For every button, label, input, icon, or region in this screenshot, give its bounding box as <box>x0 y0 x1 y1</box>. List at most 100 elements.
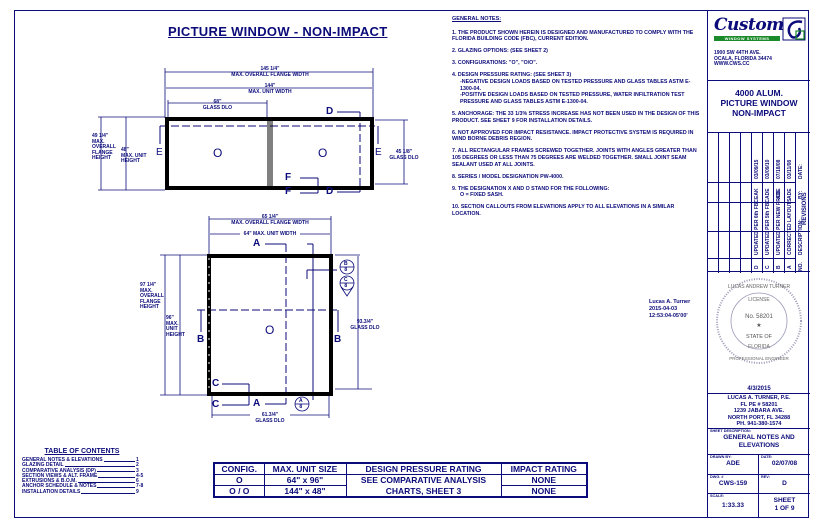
company-logo: Custom WINDOW SYSTEMS <box>712 15 806 53</box>
section-mark-c-top[interactable]: C <box>212 378 220 389</box>
rev-desc-c: UPDATED PER 5th FBC <box>765 198 771 255</box>
section-mark-d-bottom[interactable]: D <box>326 186 334 197</box>
drawing-number: DWG. # CWS-159 <box>708 474 759 493</box>
rev-desc-b: UPDATED PER NEW PROD. <box>776 189 782 255</box>
note-7: 7. ALL RECTANGULAR FRAMES SCREWED TOGETH… <box>452 148 697 168</box>
dim-unit-width: 144"MAX. UNIT WIDTH <box>248 83 292 95</box>
dim-glass-dlo-height-2: 93.3/4"GLASS DLO <box>350 319 380 331</box>
revisions-label: REVISIONS <box>802 192 808 225</box>
configuration-table: CONFIG. MAX. UNIT SIZE DESIGN PRESSURE R… <box>213 462 588 498</box>
rev-by-a: ADE <box>787 188 793 199</box>
svg-text:★: ★ <box>756 322 761 329</box>
note-9: 9. THE DESIGNATION X AND O STAND FOR THE… <box>452 185 610 199</box>
rev-date-c: 03/09/10 <box>765 159 771 179</box>
note-3: 3. CONFIGURATIONS: "O", "O/O". <box>452 60 538 67</box>
rev-by-c: ADE <box>765 188 771 199</box>
section-mark-b-left[interactable]: B <box>197 334 205 345</box>
drawn-by: DRAWN BY: ADE <box>708 454 759 474</box>
sheet-description: SHEET DESCRIPTION: GENERAL NOTES AND ELE… <box>708 428 810 454</box>
rev-by-d: EAK <box>754 188 760 199</box>
section-mark-a-top[interactable]: A <box>253 238 261 249</box>
rev-header-date: DATE: <box>798 164 804 179</box>
svg-text:LICENSE: LICENSE <box>748 297 770 303</box>
svg-text:STATE OF: STATE OF <box>746 334 773 340</box>
dim-unit-height-2: 96"MAX. UNIT HEIGHT <box>166 315 185 338</box>
section-mark-b-right[interactable]: B <box>334 334 342 345</box>
rev-no-c: C <box>765 265 771 269</box>
table-of-contents: TABLE OF CONTENTS GENERAL NOTES & ELEVAT… <box>14 448 144 495</box>
panel-fixed-right: O <box>318 146 328 160</box>
engineer-info: LUCAS A. TURNER, P.E. FL PE # 58201 1239… <box>708 393 810 428</box>
section-mark-a-bottom[interactable]: A <box>253 398 261 409</box>
rev-desc-a: CORRECTED LAYOUTS <box>787 198 793 256</box>
section-mark-c-bottom[interactable]: C <box>212 399 220 410</box>
notes-heading: GENERAL NOTES: <box>452 16 502 22</box>
svg-text:PROFESSIONAL ENGINEER: PROFESSIONAL ENGINEER <box>729 356 789 361</box>
note-5: 5. ANCHORAGE: THE 33 1/3% STRESS INCREAS… <box>452 110 700 124</box>
note-10: 10. SECTION CALLOUTS FROM ELEVATIONS APP… <box>452 204 675 217</box>
page-title: PICTURE WINDOW - NON-IMPACT <box>168 24 388 39</box>
rev-date-a: 03/11/08 <box>787 159 793 179</box>
general-notes: GENERAL NOTES: 1. THE PRODUCT SHOWN HERE… <box>452 16 702 223</box>
table-header-row: CONFIG. MAX. UNIT SIZE DESIGN PRESSURE R… <box>213 462 588 475</box>
dim-glass-dlo-width-2: 61.3/4"GLASS DLO <box>250 412 290 424</box>
dim-overall-flange-width-2: 65 1/4"MAX. OVERALL FLANGE WIDTH <box>231 214 309 226</box>
section-mark-f-bottom[interactable]: F <box>285 186 292 197</box>
panel-fixed-left: O <box>213 146 223 160</box>
section-mark-e-right[interactable]: E <box>375 147 382 158</box>
revisions-block: D UPDATED PER 6th FBC EAK 03/09/15 C UPD… <box>708 132 810 273</box>
dim-glass-dlo-height: 45 1/8"GLASS DLO <box>389 149 419 161</box>
rev-date-d: 03/09/15 <box>754 159 760 179</box>
svg-text:LUCAS ANDREW TURNER: LUCAS ANDREW TURNER <box>728 284 791 290</box>
revision: REV: D <box>759 474 810 493</box>
toc-heading: TABLE OF CONTENTS <box>44 448 120 455</box>
dim-unit-width-2: 64" MAX. UNIT WIDTH <box>240 231 300 238</box>
svg-text:No. 58201: No. 58201 <box>745 314 773 320</box>
rev-by-b: ADE <box>776 188 782 199</box>
pe-seal: No. 58201 ★ STATE OF LUCAS ANDREW TURNER… <box>716 278 802 364</box>
seal-date: 4/3/2015 <box>747 386 771 392</box>
note-2: 2. GLAZING OPTIONS: (SEE SHEET 2) <box>452 48 548 55</box>
company-address: 1900 SW 44TH AVE. OCALA, FLORIDA 34474 W… <box>714 50 772 67</box>
scale: SCALE: 1:33.33 <box>708 493 759 518</box>
note-1: 1. THE PRODUCT SHOWN HEREIN IS DESIGNED … <box>452 29 694 43</box>
section-mark-f-top[interactable]: F <box>285 172 292 183</box>
title-block: Custom WINDOW SYSTEMS 1900 SW 44TH AVE. … <box>707 10 810 518</box>
rev-no-d: D <box>754 265 760 269</box>
dim-overall-flange-height-2: 97 1/4"MAX. OVERALL FLANGE HEIGHT <box>140 282 164 310</box>
drawing-border <box>14 10 809 518</box>
dim-overall-flange-width: 145 1/4"MAX. OVERALL FLANGE WIDTH <box>231 66 309 78</box>
note-6: 6. NOT APPROVED FOR IMPACT RESISTANCE. I… <box>452 129 694 143</box>
note-8: 8. SERIES / MODEL DESIGNATION PW-4000. <box>452 173 564 180</box>
table-row: O 64" x 96" SEE COMPARATIVE ANALYSIS NON… <box>213 474 588 486</box>
rev-date-b: 07/18/08 <box>776 159 782 179</box>
panel-fixed: O <box>265 323 275 337</box>
drawing-date: DATE: 02/07/08 <box>759 454 810 474</box>
product-name: 4000 ALUM. PICTURE WINDOW NON-IMPACT <box>708 80 810 132</box>
digital-signature: Lucas A. Turner 2015-04-03 12:53:04-05'0… <box>649 299 691 319</box>
table-row: O / O 144" x 48" CHARTS, SHEET 3 NONE <box>213 485 588 498</box>
logo-mark-icon <box>782 17 806 41</box>
svg-text:FLORIDA: FLORIDA <box>748 344 770 350</box>
toc-item[interactable]: COMPARATIVE ANALYSIS (DP)3 <box>22 467 139 474</box>
dim-overall-flange-height: 49 1/4"MAX. OVERALL FLANGE HEIGHT <box>92 133 116 161</box>
dim-glass-dlo-width: 68"GLASS DLO <box>202 99 233 111</box>
rev-header-no: NO. <box>798 262 804 271</box>
dim-unit-height: 48"MAX. UNIT HEIGHT <box>121 147 147 164</box>
section-mark-e-left[interactable]: E <box>156 147 163 158</box>
rev-desc-d: UPDATED PER 6th FBC <box>754 198 760 255</box>
rev-no-b: B <box>776 265 782 269</box>
toc-item[interactable]: EXTRUSIONS & B.O.M.6 <box>22 478 139 485</box>
note-4: 4. DESIGN PRESSURE RATING: (SEE SHEET 3)… <box>452 72 691 105</box>
section-mark-d-top[interactable]: D <box>326 106 334 117</box>
rev-no-a: A <box>787 265 793 269</box>
